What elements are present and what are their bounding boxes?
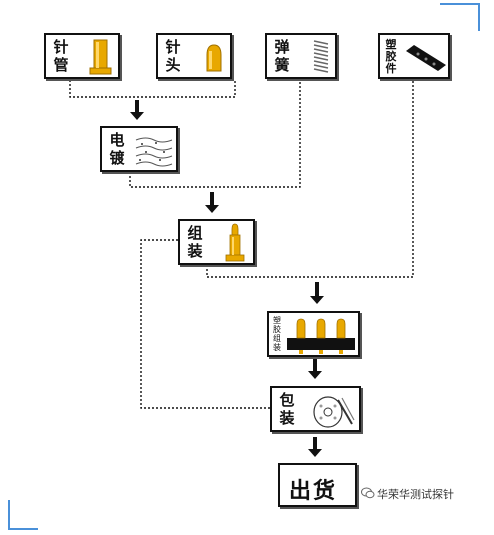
connector-plating-spring: [129, 80, 301, 188]
arrow-to-packaging: [308, 359, 322, 379]
arrow-to-assembly: [205, 192, 219, 213]
node-pin-tube: 针管: [44, 33, 120, 79]
node-pin-tube-label: 针管: [53, 38, 69, 74]
assembled-pin-icon: [225, 223, 245, 262]
spring-icon: [313, 40, 329, 73]
connector-inputs-to-plating: [69, 80, 236, 98]
node-plastic-assembly: 塑胶组装: [267, 311, 360, 357]
node-shipment-label: 出货: [289, 479, 338, 504]
arrow-to-plastic-assembly: [310, 282, 324, 304]
plastic-assembly-icon: [287, 318, 355, 354]
node-plating-label: 电镀: [109, 131, 125, 167]
frame-bottom-left-h: [8, 528, 38, 530]
arrows: [130, 100, 324, 457]
node-assembly: 组装: [178, 219, 255, 265]
frame-bottom-left-v: [8, 500, 10, 530]
node-assembly-label: 组装: [187, 224, 203, 260]
frame-top-right-v: [478, 3, 480, 31]
node-spring-label: 弹簧: [274, 38, 290, 74]
arrow-to-plating: [130, 100, 144, 120]
watermark-text: 华荣华测试探针: [377, 488, 454, 501]
connector-assembly-loop-packaging: [140, 239, 270, 409]
frame-top-right-h: [440, 3, 480, 5]
node-shipment: 出货: [278, 463, 357, 507]
node-plastic-assembly-label: 塑胶组装: [273, 316, 281, 352]
node-plastic-part-label: 塑胶件: [385, 38, 397, 75]
plating-icon: [135, 137, 173, 167]
tape-reel-icon: [313, 396, 355, 428]
node-pin-head-label: 针头: [165, 38, 181, 74]
pin-head-icon: [206, 44, 222, 72]
node-packaging-label: 包装: [279, 391, 295, 427]
plastic-part-icon: [406, 45, 446, 71]
node-pin-head: 针头: [156, 33, 232, 79]
wechat-icon: [361, 487, 375, 499]
connector-assembly-plastic: [206, 80, 414, 278]
pin-tube-icon: [89, 39, 112, 75]
node-plastic-part: 塑胶件: [378, 33, 450, 79]
node-packaging: 包装: [270, 386, 361, 432]
arrow-to-shipment: [308, 437, 322, 457]
node-plating: 电镀: [100, 126, 178, 172]
node-spring: 弹簧: [265, 33, 337, 79]
